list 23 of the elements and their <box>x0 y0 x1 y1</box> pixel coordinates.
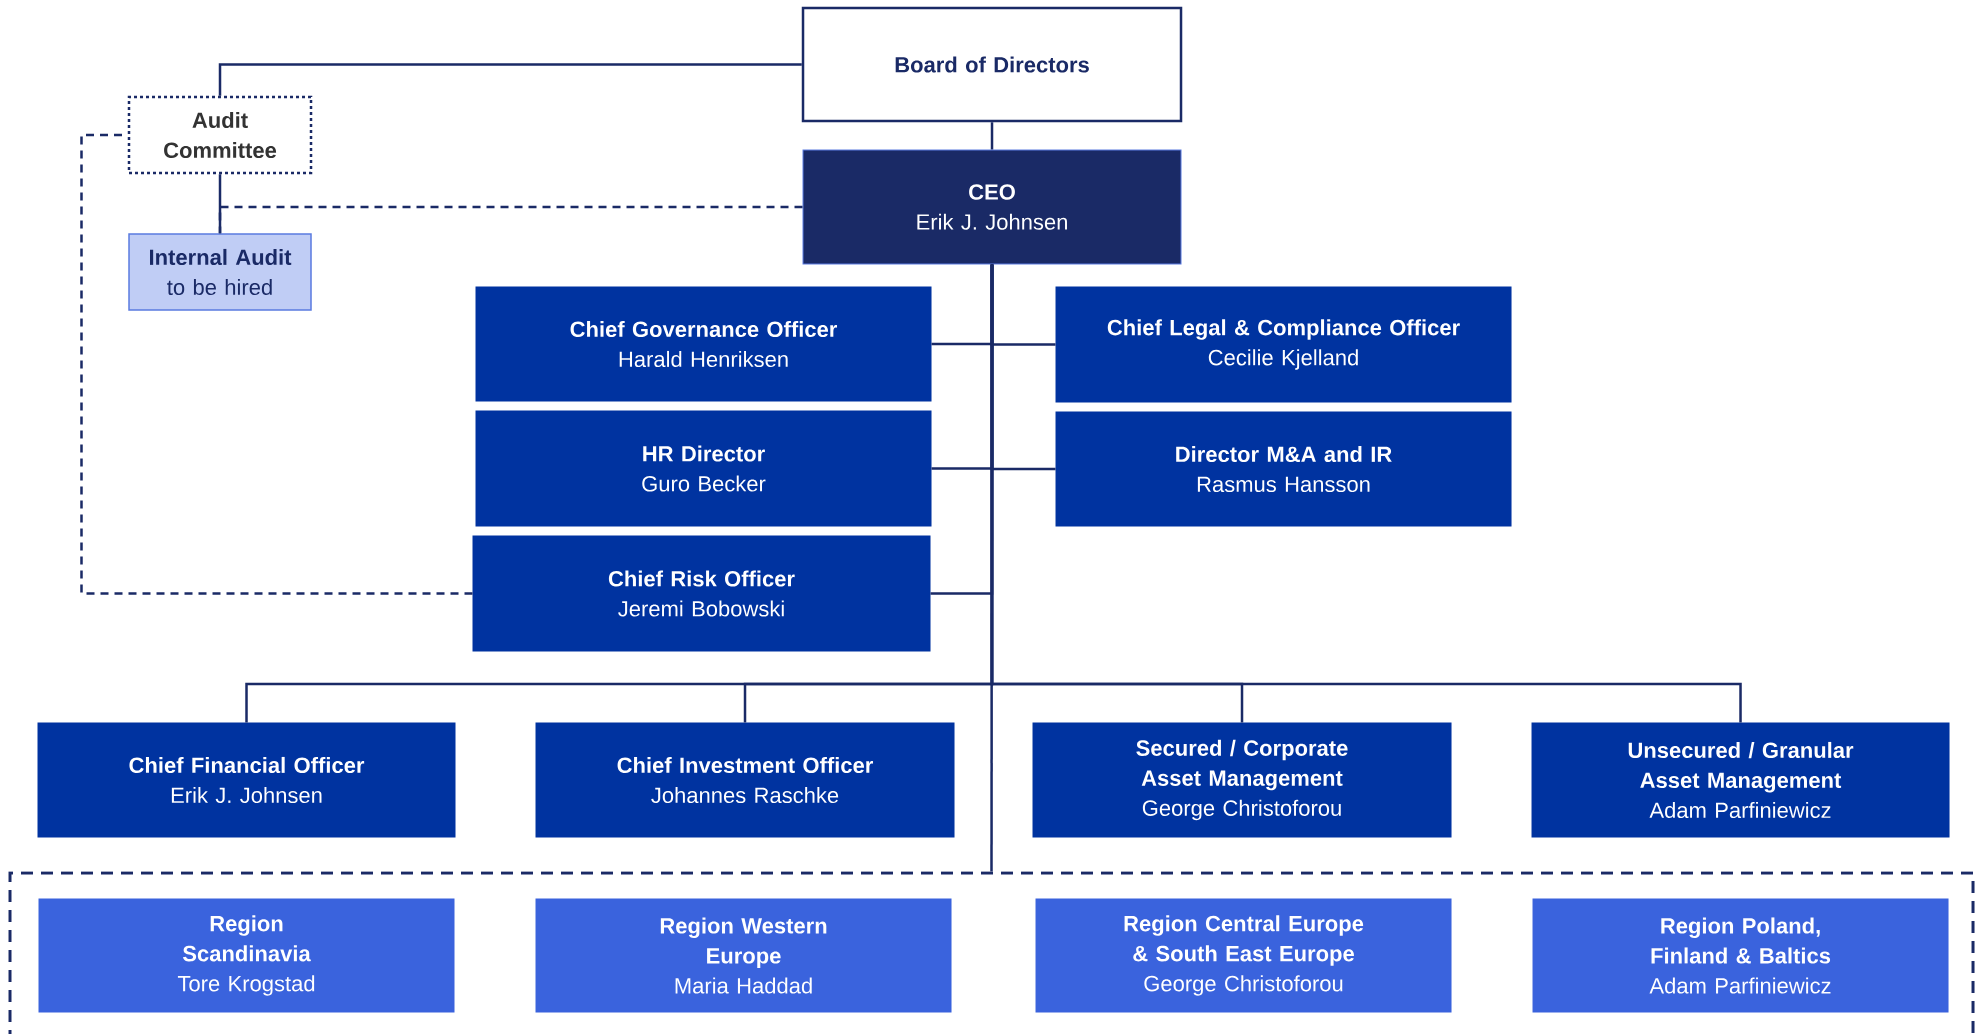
officer-box: Chief Legal & Compliance Officer Cecilie Kjelland <box>1055 286 1512 403</box>
region-group-frame <box>8 871 1975 1034</box>
region-box: Region Central Europe & South East Europe George Christoforou <box>1035 898 1452 1013</box>
region-box: Region Scandinavia Tore Krogstad <box>38 898 455 1013</box>
connector-line <box>80 133 473 595</box>
connector-line <box>218 63 802 96</box>
officer-box: Secured / Corporate Asset Management George Christoforou <box>1032 722 1452 838</box>
audit-box: Internal Audit to be hired <box>128 233 312 311</box>
officer-box: Chief Governance Officer Harald Henriksen <box>475 286 932 402</box>
region-box: Region Poland, Finland & Baltics Adam Parfiniewicz <box>1532 898 1949 1013</box>
officer-box: HR Director Guro Becker <box>475 410 932 527</box>
ceo-box: CEO Erik J. Johnsen <box>802 149 1182 265</box>
connector-line <box>990 122 994 150</box>
officer-box: Director M&A and IR Rasmus Hansson <box>1055 411 1512 527</box>
officer-box: Unsecured / Granular Asset Management Adam Parfiniewicz <box>1531 722 1950 838</box>
region-box: Region Western Europe Maria Haddad <box>535 898 952 1013</box>
officer-box: Chief Risk Officer Jeremi Bobowski <box>472 535 931 652</box>
connector-line <box>990 264 994 872</box>
officer-box: Chief Financial Officer Erik J. Johnsen <box>37 722 456 838</box>
officer-box: Chief Investment Officer Johannes Raschke <box>535 722 955 838</box>
board-box: Board of Directors <box>801 6 1183 123</box>
committee-box: Audit Committee <box>127 95 313 175</box>
connector-line <box>218 205 803 234</box>
